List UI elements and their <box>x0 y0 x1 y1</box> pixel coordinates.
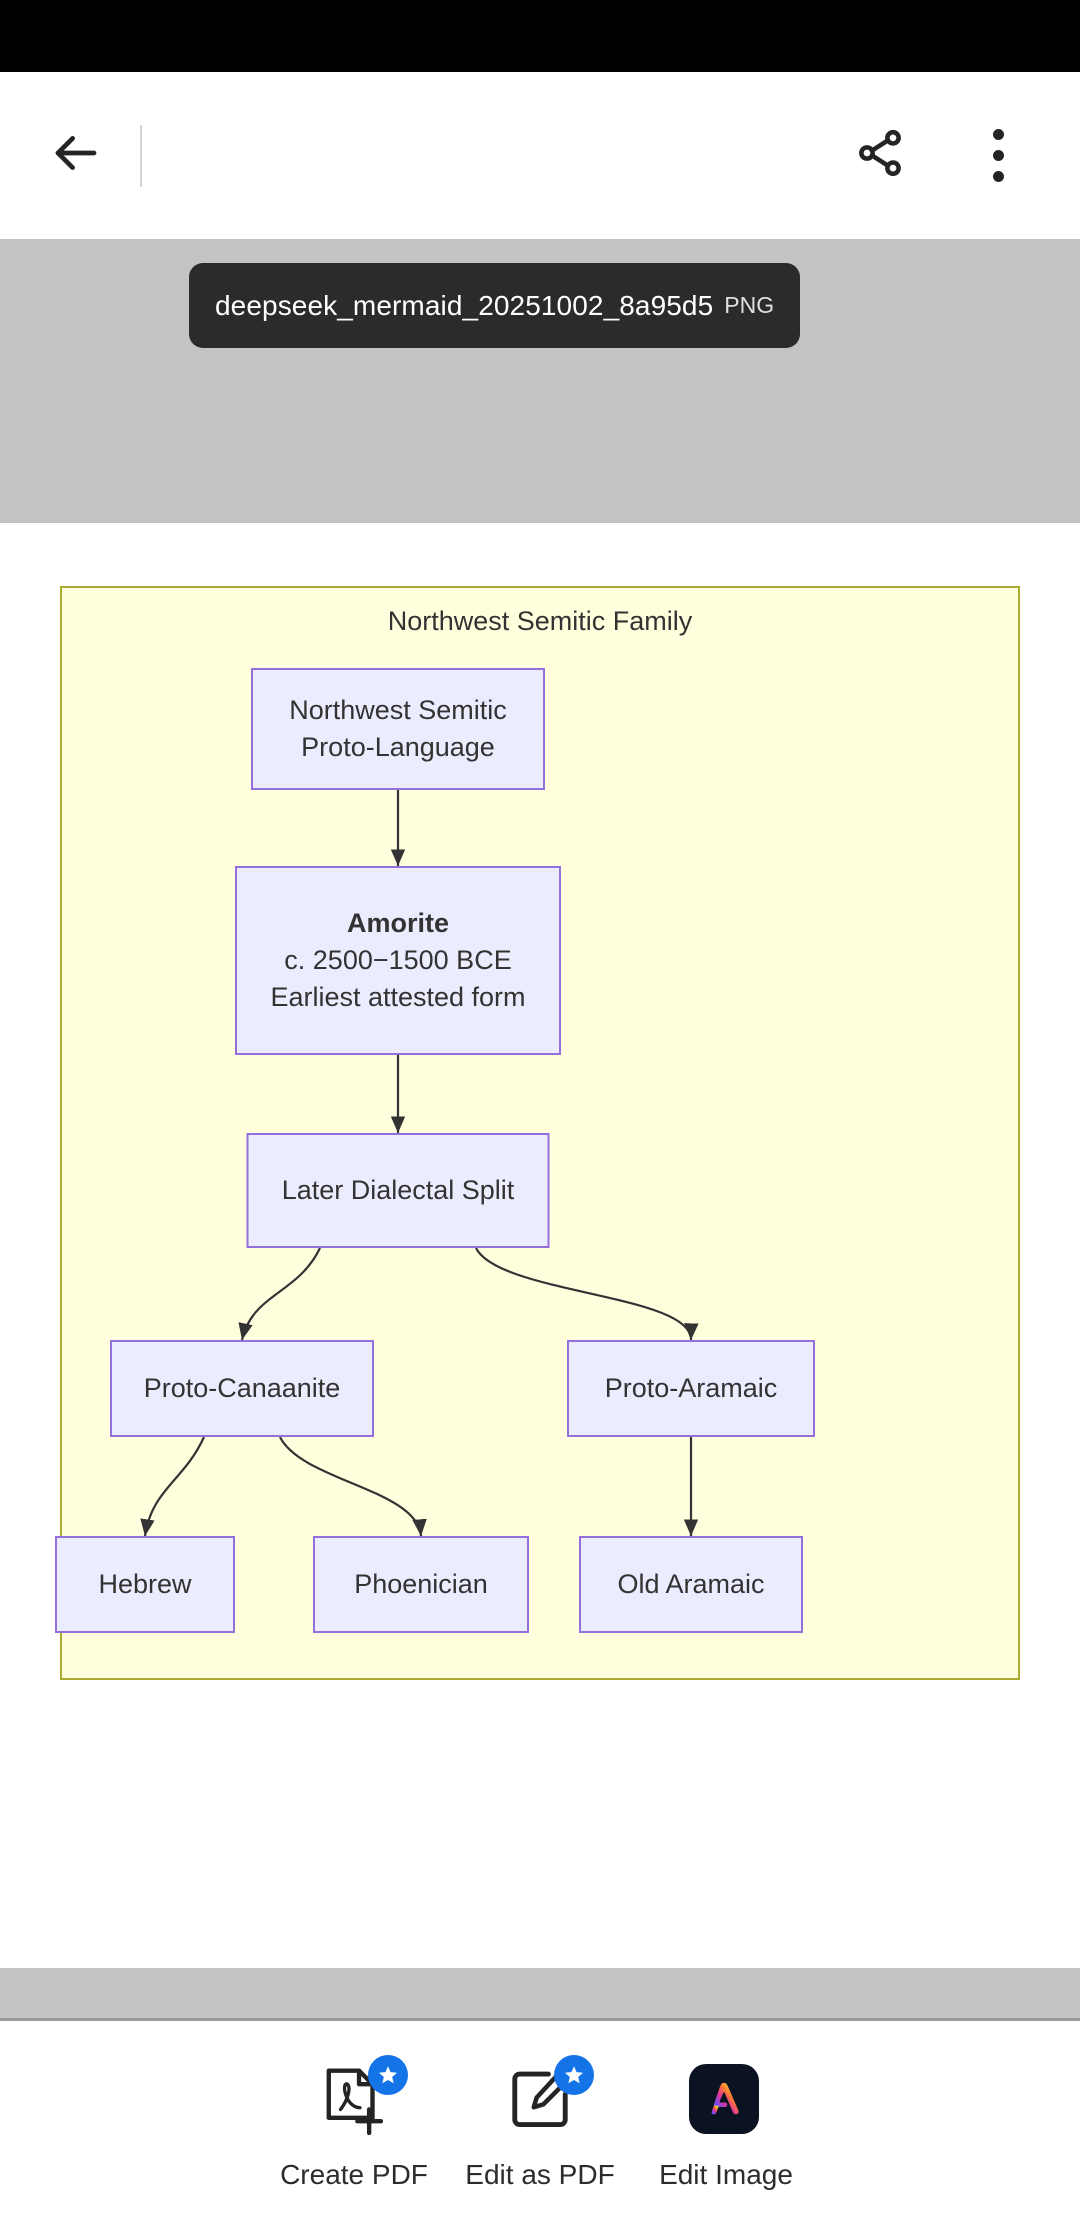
node-line: c. 2500−1500 BCE <box>284 945 512 975</box>
node-line: Hebrew <box>98 1569 192 1599</box>
filename-toast: deepseek_mermaid_20251002_8a95d5 PNG <box>189 263 801 348</box>
node-line: Proto-Language <box>301 732 495 762</box>
status-bar <box>0 0 1080 72</box>
node-line: Later Dialectal Split <box>281 1175 515 1205</box>
adobe-firefly-logo <box>689 2064 759 2134</box>
node-line: Old Aramaic <box>617 1569 765 1599</box>
node-line: Earliest attested form <box>270 982 526 1012</box>
node-amorite[interactable]: Amorite c. 2500−1500 BCE Earliest attest… <box>235 866 561 1055</box>
subgraph-northwest-semitic-family: Northwest Semitic Family <box>55 586 1020 1680</box>
action-label: Create PDF <box>280 2159 428 2190</box>
create-pdf-icon <box>317 2055 408 2138</box>
action-label: Edit Image <box>659 2159 793 2190</box>
action-label: Edit as PDF <box>465 2159 615 2190</box>
document-canvas[interactable]: Northwest Semitic Family <box>0 523 1080 1968</box>
node-line: Phoenician <box>354 1569 488 1599</box>
back-arrow-icon <box>49 126 103 185</box>
filename-label: deepseek_mermaid_20251002_8a95d5 <box>215 289 714 321</box>
canvas-background-bottom <box>0 1968 1080 2019</box>
edit-as-pdf-icon <box>503 2055 594 2138</box>
premium-star-badge <box>368 2055 408 2095</box>
edit-image-icon <box>689 2064 763 2138</box>
node-later-dialectal-split[interactable]: Later Dialectal Split <box>246 1133 550 1248</box>
node-phoenician[interactable]: Phoenician <box>313 1536 529 1633</box>
app-header <box>0 72 1080 239</box>
action-edit-image[interactable]: Edit Image <box>633 2021 819 2191</box>
action-create-pdf[interactable]: Create PDF <box>261 2021 447 2191</box>
node-line: Northwest Semitic <box>289 695 507 725</box>
bottom-action-bar: Create PDF Edit as PDF <box>0 2021 1080 2214</box>
subgraph-title: Northwest Semitic Family <box>387 606 693 636</box>
toolbar-separator <box>0 2018 1080 2021</box>
more-vertical-icon <box>992 129 1004 182</box>
node-hebrew[interactable]: Hebrew <box>55 1536 235 1633</box>
node-proto-aramaic[interactable]: Proto-Aramaic <box>567 1340 815 1437</box>
node-old-aramaic[interactable]: Old Aramaic <box>579 1536 803 1633</box>
node-proto-canaanite[interactable]: Proto-Canaanite <box>110 1340 374 1437</box>
action-edit-as-pdf[interactable]: Edit as PDF <box>447 2021 633 2191</box>
premium-star-badge <box>554 2055 594 2095</box>
more-options-button[interactable] <box>946 104 1050 208</box>
node-line: Proto-Canaanite <box>143 1373 341 1403</box>
node-line: Amorite <box>346 908 449 938</box>
share-button[interactable] <box>828 104 932 208</box>
header-divider <box>140 124 142 187</box>
node-northwest-semitic-proto-language[interactable]: Northwest Semitic Proto-Language <box>251 668 545 790</box>
share-icon <box>854 127 906 184</box>
node-line: Proto-Aramaic <box>604 1373 778 1403</box>
filetype-label: PNG <box>724 292 775 318</box>
back-button[interactable] <box>24 104 128 208</box>
